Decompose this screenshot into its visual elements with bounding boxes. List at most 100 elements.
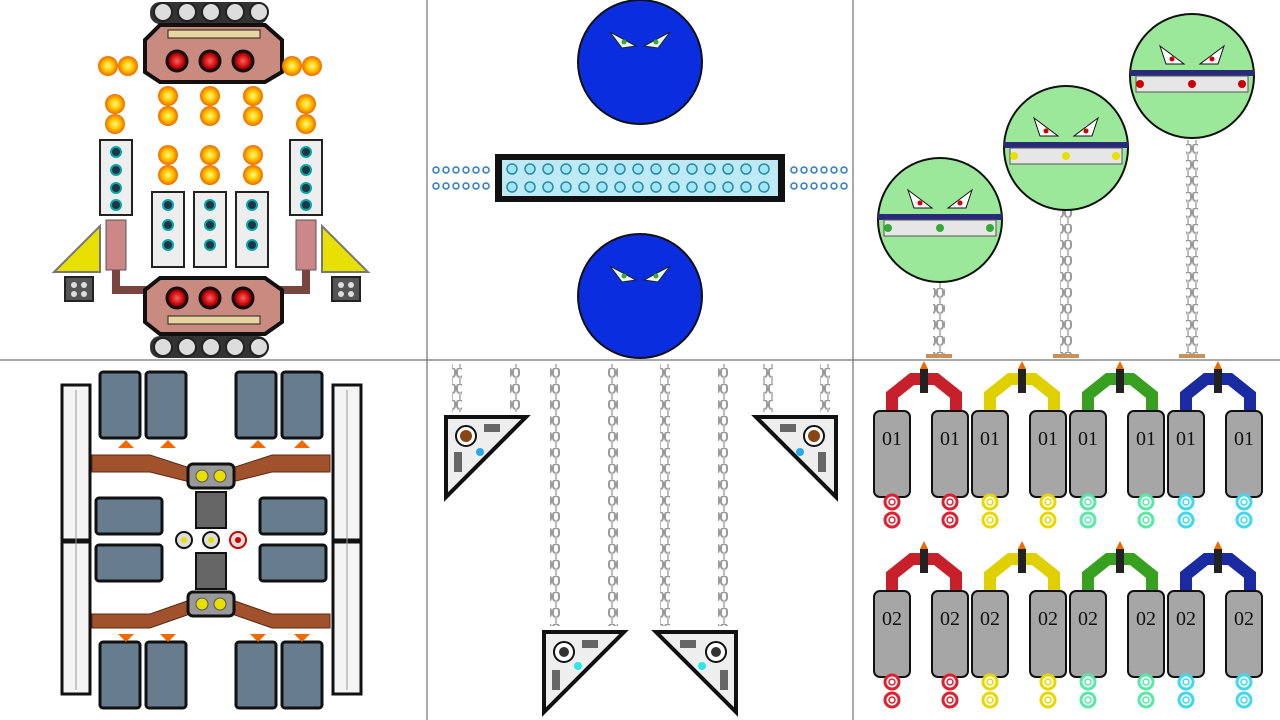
ring-icon [883,673,901,691]
ring-icon [1039,691,1057,709]
pod-nozzle [920,369,928,393]
flame-icon [1214,541,1222,549]
pod-body [1167,410,1205,498]
panel-boss-mech [51,2,371,358]
triangle-turret-bl [542,630,629,717]
pod-label: 01 [1234,428,1254,450]
green-orb-1 [877,157,1003,358]
pod-label: 02 [1234,608,1254,630]
ring-icon [941,511,959,529]
rust-pipes [91,454,331,629]
ring-icon [1177,673,1195,691]
flame-icon [920,361,928,369]
green-orb-2 [1003,85,1129,358]
pod-pair: 02 02 [971,541,1067,709]
pod-body [1069,410,1107,498]
pod-label: 02 [940,608,960,630]
ring-icon [1177,493,1195,511]
pod-label: 01 [980,428,1000,450]
blue-orb-top [577,0,703,125]
ring-icon [1235,673,1253,691]
pod-body [931,590,969,678]
warning-markers [118,440,310,642]
ring-icon [1235,511,1253,529]
pod-body [971,410,1009,498]
ring-icon [941,691,959,709]
red-eye-icon [198,49,222,73]
flame-icon [1018,361,1026,369]
pod-pair: 01 01 [1069,361,1165,529]
pod-nozzle [1116,369,1124,393]
flame-icon [920,541,928,549]
ring-icon [981,673,999,691]
pod-body [1127,590,1165,678]
ring-icon [1177,691,1195,709]
ring-icon [1079,691,1097,709]
ring-icon [883,691,901,709]
pod-body [873,590,911,678]
pod-nozzle [1018,549,1026,573]
panel-hanging-triangles [444,364,838,717]
pod-label: 01 [1038,428,1058,450]
pod-body [1029,590,1067,678]
pod-label: 01 [1078,428,1098,450]
pod-body [1127,410,1165,498]
pod-label: 01 [1136,428,1156,450]
blue-orb-bottom [577,233,703,359]
pod-label: 01 [940,428,960,450]
fireball-icons [98,56,322,185]
center-cannons [151,191,269,268]
triangle-turret-tr [751,415,838,502]
ring-icon [1137,673,1155,691]
flame-icon [1116,361,1124,369]
pod-nozzle [920,549,928,573]
ring-icon [1235,493,1253,511]
ring-icon [1079,511,1097,529]
ring-icon [1039,493,1057,511]
ring-icon [981,493,999,511]
side-walls [60,383,363,696]
core-modules [175,462,247,618]
ring-icon [941,673,959,691]
pod-label: 01 [882,428,902,450]
ring-icon [941,493,959,511]
ring-icon [1137,511,1155,529]
red-eye-icon [165,286,189,310]
pod-body [1167,590,1205,678]
pod-label: 02 [1136,608,1156,630]
ring-icon [1039,673,1057,691]
red-eye-icon [165,49,189,73]
pod-label: 02 [980,608,1000,630]
red-eye-icon [231,49,255,73]
red-eye-icon [198,286,222,310]
ring-icon [981,511,999,529]
slate-tanks [94,370,328,710]
flame-icon [1214,361,1222,369]
pod-body [873,410,911,498]
chains [452,364,830,626]
ring-icon [1079,673,1097,691]
panel-green-orbs [877,13,1255,358]
pod-pair: 01 01 [873,361,969,529]
triangle-turret-tl [444,415,531,502]
ring-icon [1079,493,1097,511]
pod-body [1069,590,1107,678]
pod-body [1225,410,1263,498]
red-eye-icon [231,286,255,310]
pod-label: 02 [1038,608,1058,630]
pod-nozzle [1214,549,1222,573]
ring-icon [883,511,901,529]
ring-icon [1137,691,1155,709]
top-wheels [150,2,269,24]
pod-nozzle [1018,369,1026,393]
pod-body [931,410,969,498]
pod-body [971,590,1009,678]
pipe-left [112,270,150,294]
flame-icon [1116,541,1124,549]
pod-pair: 01 01 [971,361,1067,529]
